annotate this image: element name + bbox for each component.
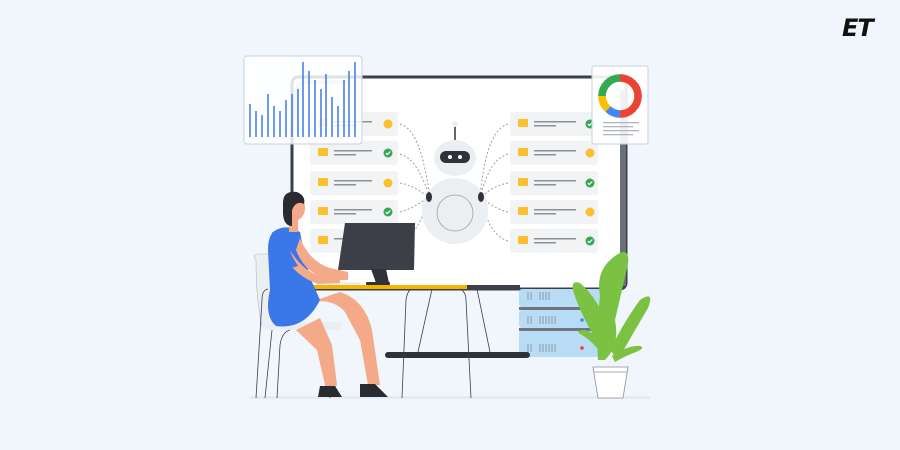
donut-chart-panel[interactable] (591, 65, 649, 145)
task-card[interactable] (510, 171, 598, 195)
folder-icon (518, 148, 528, 156)
floor-line (250, 396, 650, 399)
bar-chart-bars (249, 62, 356, 137)
desk (262, 285, 530, 399)
folder-icon (318, 236, 328, 244)
folder-icon (318, 178, 328, 186)
task-card[interactable] (310, 171, 398, 195)
person-at-desk (268, 191, 388, 397)
bar-chart-panel[interactable] (243, 55, 363, 145)
potted-plant (572, 251, 651, 399)
folder-icon (318, 207, 328, 215)
folder-icon (318, 148, 328, 156)
server-rack (519, 289, 601, 357)
folder-icon (518, 119, 528, 127)
donut-chart (598, 74, 642, 118)
task-card[interactable] (510, 200, 598, 224)
brand-logo[interactable]: ET (842, 14, 874, 42)
donut-legend-lines (603, 122, 639, 136)
task-card[interactable] (310, 141, 398, 165)
right-task-list (510, 112, 598, 253)
task-card[interactable] (510, 229, 598, 253)
folder-icon (518, 178, 528, 186)
computer-monitor (316, 223, 415, 285)
pending-status-icon (383, 178, 393, 188)
pending-status-icon (383, 119, 393, 129)
task-card[interactable] (310, 200, 398, 224)
folder-icon (518, 236, 528, 244)
folder-icon (518, 207, 528, 215)
robot-icon (422, 121, 488, 244)
pending-status-icon (585, 207, 595, 217)
task-card[interactable] (510, 112, 598, 136)
pending-status-icon (585, 148, 595, 158)
task-card[interactable] (510, 141, 598, 165)
